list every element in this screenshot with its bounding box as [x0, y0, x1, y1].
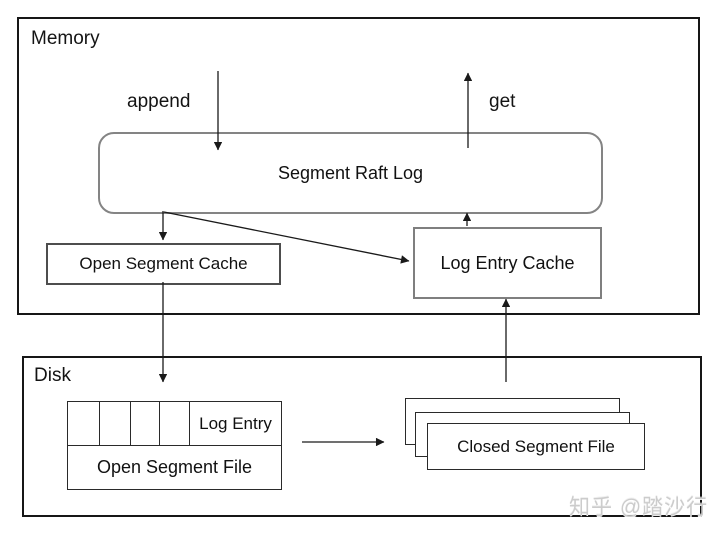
open-segment-cache-box: Open Segment Cache	[46, 243, 281, 285]
watermark: 知乎 @踏沙行	[569, 496, 709, 519]
entry-cell	[68, 402, 100, 445]
log-entry-cache-box: Log Entry Cache	[413, 227, 602, 299]
open-segment-file-box: Log Entry Open Segment File	[67, 401, 282, 490]
open-segment-file-label: Open Segment File	[96, 457, 253, 477]
segment-raft-log-box: Segment Raft Log	[98, 132, 603, 214]
disk-label: Disk	[34, 365, 71, 386]
closed-segment-file-stack: Closed Segment File	[405, 398, 645, 470]
entry-cell	[160, 402, 190, 445]
log-entry-cache-label: Log Entry Cache	[440, 252, 575, 273]
open-segment-cache-label: Open Segment Cache	[79, 254, 248, 273]
entry-cell	[131, 402, 160, 445]
memory-label: Memory	[31, 28, 100, 49]
closed-segment-file-front-sheet: Closed Segment File	[427, 423, 645, 470]
open-segment-file-title-row: Open Segment File	[68, 446, 281, 489]
get-label: get	[489, 91, 516, 112]
open-segment-file-entry-row: Log Entry	[68, 402, 281, 446]
memory-region	[17, 17, 700, 315]
closed-segment-file-label: Closed Segment File	[457, 436, 615, 456]
disk-region	[22, 356, 702, 517]
entry-cell	[100, 402, 131, 445]
segment-raft-log-label: Segment Raft Log	[277, 162, 424, 183]
append-label: append	[127, 91, 191, 112]
log-entry-cell: Log Entry	[190, 402, 281, 445]
log-entry-label: Log Entry	[199, 413, 272, 433]
